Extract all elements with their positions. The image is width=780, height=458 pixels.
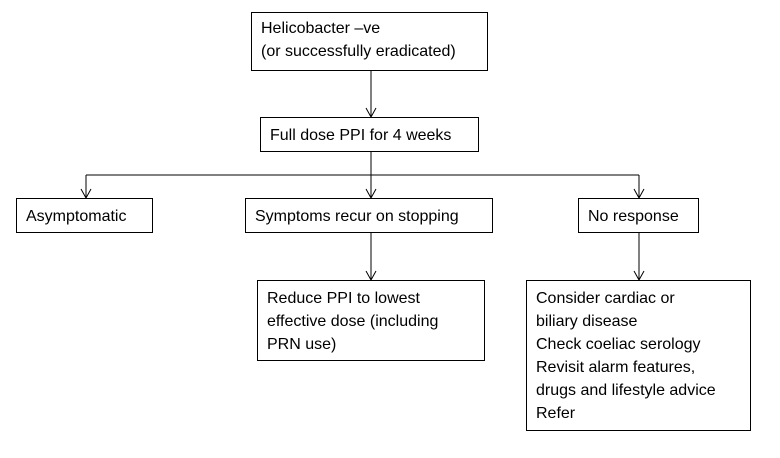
- node-text-line: No response: [588, 208, 679, 225]
- node-text-line: Check coeliac serology: [536, 336, 701, 353]
- node-text-line: drugs and lifestyle advice: [536, 382, 716, 399]
- node-asymptomatic: Asymptomatic: [16, 198, 153, 233]
- node-text-line: Revisit alarm features,: [536, 359, 696, 376]
- node-text-line: PRN use): [267, 336, 337, 353]
- node-text-line: Reduce PPI to lowest: [267, 290, 420, 307]
- node-helicobacter-negative: Helicobacter –ve (or successfully eradic…: [251, 12, 488, 71]
- node-full-dose-ppi: Full dose PPI for 4 weeks: [260, 117, 479, 152]
- node-text-line: Full dose PPI for 4 weeks: [270, 127, 452, 144]
- node-text-line: Symptoms recur on stopping: [255, 208, 459, 225]
- node-text-line: Refer: [536, 405, 576, 422]
- node-text-line: Helicobacter –ve: [261, 20, 381, 37]
- node-consider-further: Consider cardiac or biliary disease Chec…: [526, 280, 751, 431]
- node-text-line: Asymptomatic: [26, 208, 127, 225]
- node-text-line: Consider cardiac or: [536, 290, 675, 307]
- node-text-line: (or successfully eradicated): [261, 43, 456, 60]
- node-symptoms-recur: Symptoms recur on stopping: [245, 198, 493, 233]
- node-no-response: No response: [578, 198, 699, 233]
- node-text-line: biliary disease: [536, 313, 638, 330]
- node-reduce-ppi: Reduce PPI to lowest effective dose (inc…: [257, 280, 485, 361]
- node-text-line: effective dose (including: [267, 313, 439, 330]
